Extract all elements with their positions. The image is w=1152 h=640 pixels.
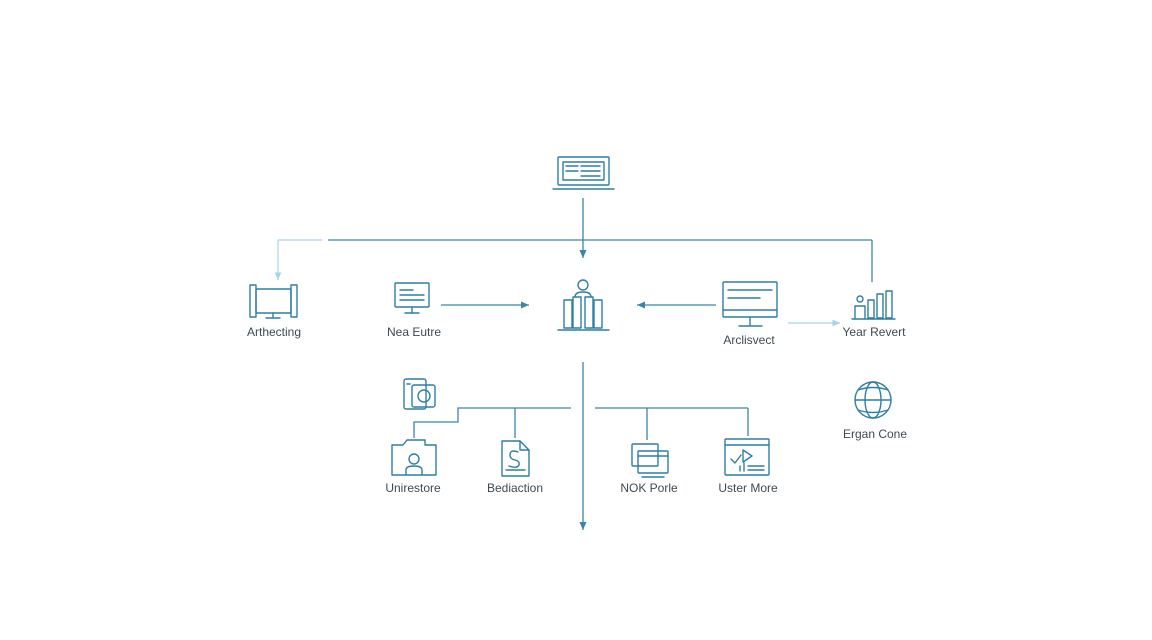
document-s-icon[interactable]: [501, 440, 530, 477]
connectors: [274, 198, 873, 530]
camera-icon[interactable]: [403, 378, 436, 410]
browser-play-icon[interactable]: [724, 438, 770, 476]
windows-stack-icon[interactable]: [631, 443, 669, 478]
label-user-more: Uster More: [718, 481, 778, 495]
label-new-feature: Nea Eutre: [386, 325, 442, 339]
bar-chart-icon[interactable]: [851, 290, 896, 320]
label-right-desktop: Arclisvect: [723, 333, 775, 347]
building-person-icon[interactable]: [557, 279, 610, 331]
globe-icon[interactable]: [854, 381, 892, 419]
label-globe: Ergan Cone: [842, 427, 908, 441]
connector-hub-to-directory: [413, 407, 571, 438]
label-year-report: Year Revert: [842, 325, 906, 339]
label-nok-portal: NOK Porle: [620, 481, 678, 495]
monitor-icon[interactable]: [249, 284, 298, 319]
document-screen-icon[interactable]: [394, 282, 430, 314]
folder-user-icon[interactable]: [391, 439, 437, 476]
desktop-icon[interactable]: [722, 281, 778, 327]
label-directory: Unirestore: [385, 481, 441, 495]
laptop-icon[interactable]: [552, 156, 615, 190]
label-left-monitor: Arthecting: [246, 325, 302, 339]
label-deduction: Bediaction: [486, 481, 544, 495]
